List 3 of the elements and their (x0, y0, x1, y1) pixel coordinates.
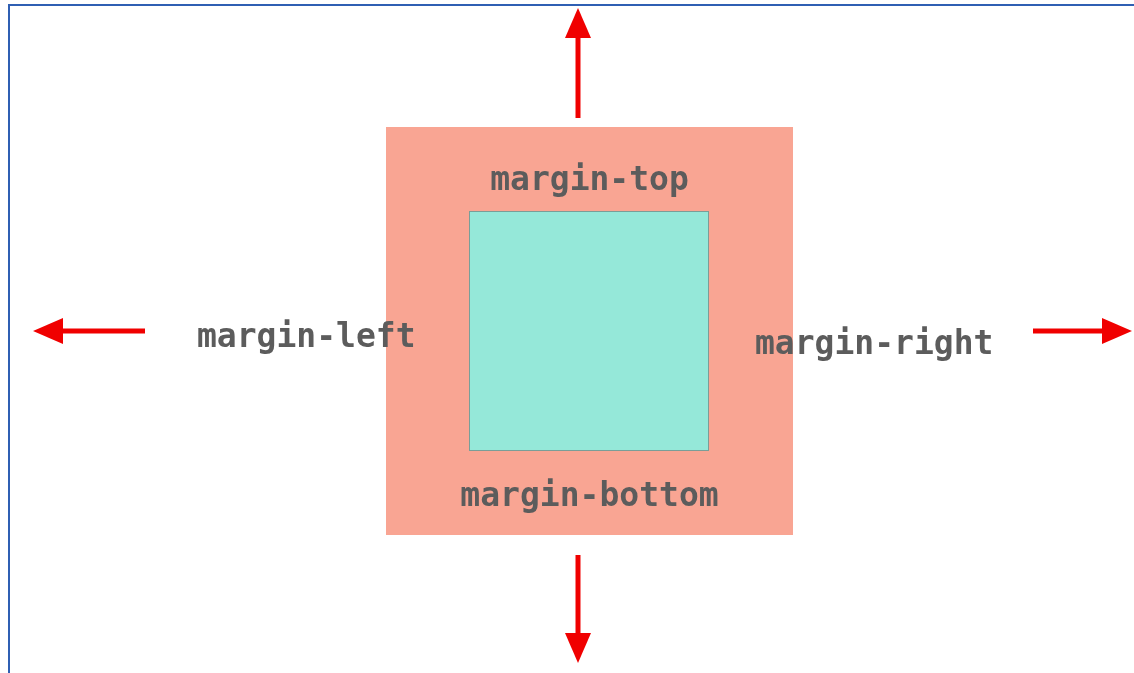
margin-label: margin-top (489, 158, 690, 200)
margin-label: margin-bottom (459, 474, 720, 516)
inner-box (469, 211, 709, 451)
